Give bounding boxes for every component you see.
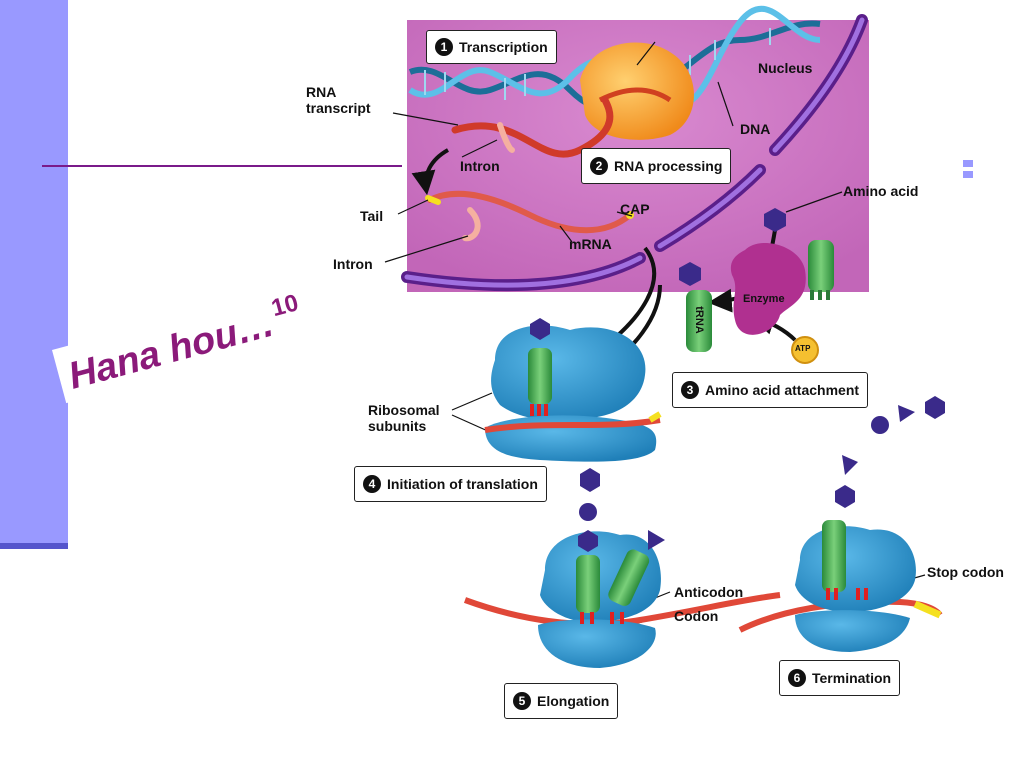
label-ribosomal-line2: subunits — [368, 418, 427, 434]
label-rna-transcript: RNA transcript — [306, 84, 371, 116]
step-number: 4 — [363, 475, 381, 493]
label-enzyme: Enzyme — [743, 293, 785, 305]
label-intron-bottom: Intron — [333, 256, 373, 272]
slogan-superscript: 10 — [268, 289, 302, 323]
label-tail: Tail — [360, 208, 384, 224]
step-number: 2 — [590, 157, 608, 175]
label-intron-top: Intron — [460, 158, 500, 174]
step-rna-processing: 2 RNA processing — [581, 148, 732, 184]
label-mrna: mRNA — [569, 236, 612, 252]
step-number: 1 — [435, 38, 453, 56]
deco-mark-bottom — [963, 171, 973, 178]
label-stop-codon: Stop codon — [927, 564, 1004, 580]
step-label: Amino acid attachment — [705, 382, 860, 398]
label-trna: tRNA — [692, 306, 705, 334]
step-label: Termination — [812, 670, 892, 686]
label-rna-transcript-line1: RNA — [306, 84, 337, 100]
step-number: 3 — [681, 381, 699, 399]
sidebar-underline — [0, 543, 68, 549]
label-codon: Codon — [674, 608, 719, 624]
label-ribosomal-line1: Ribosomal — [368, 402, 440, 418]
title-rule — [42, 165, 402, 167]
step-elongation: 5 Elongation — [504, 683, 619, 719]
step-amino-acid-attachment: 3 Amino acid attachment — [672, 372, 869, 408]
label-atp: ATP — [795, 344, 811, 353]
step-label: Initiation of translation — [387, 476, 538, 492]
processed-mrna — [425, 190, 634, 242]
step-number: 5 — [513, 692, 531, 710]
step-initiation: 4 Initiation of translation — [354, 466, 547, 502]
sidebar-band — [0, 0, 68, 546]
ribosome-termination — [738, 396, 945, 652]
step-transcription: 1 Transcription — [426, 30, 557, 64]
label-nucleus: Nucleus — [758, 60, 813, 76]
deco-mark-top — [963, 160, 973, 167]
label-dna: DNA — [740, 121, 771, 137]
step-label: Elongation — [537, 693, 610, 709]
label-ribosomal-subunits: Ribosomal subunits — [368, 402, 440, 434]
label-cap: CAP — [620, 201, 650, 217]
ribosome-elongation — [463, 468, 781, 668]
rna-transcript — [451, 96, 614, 158]
label-amino-acid: Amino acid — [843, 183, 919, 199]
amino-acid-attachment — [679, 208, 834, 364]
label-anticodon: Anticodon — [674, 584, 744, 600]
step-number: 6 — [788, 669, 806, 687]
step-label: RNA processing — [614, 158, 723, 174]
label-rna-transcript-line2: transcript — [306, 100, 371, 116]
step-label: Transcription — [459, 39, 548, 55]
ribosome-initiation — [484, 318, 662, 462]
step-termination: 6 Termination — [779, 660, 901, 696]
